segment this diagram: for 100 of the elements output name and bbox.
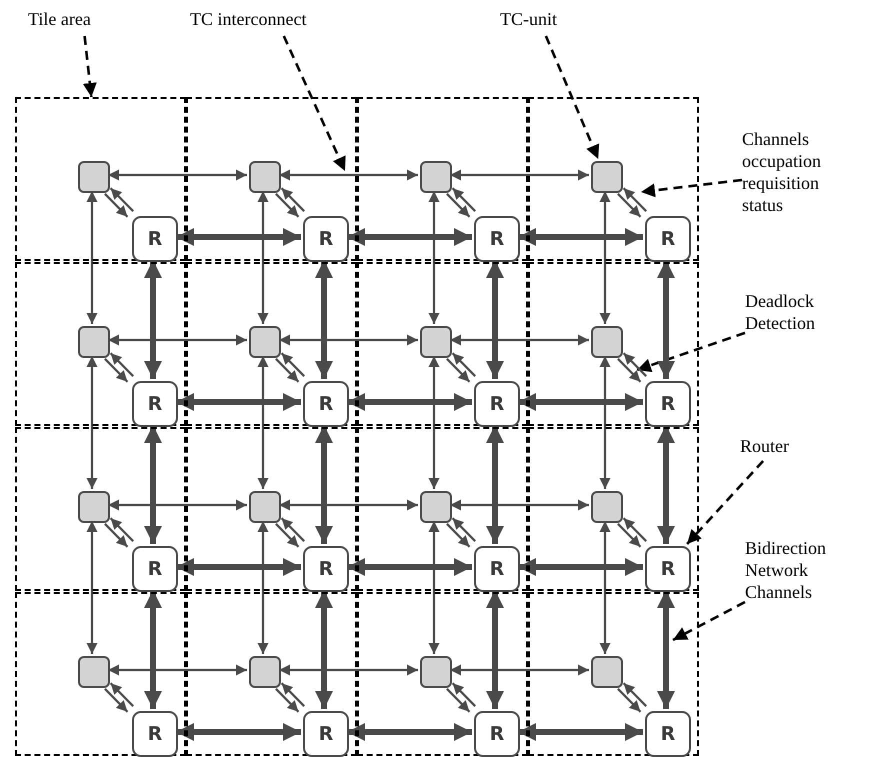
arrow xyxy=(108,170,247,180)
arrow xyxy=(428,356,440,489)
arrow xyxy=(258,356,268,489)
thick-arrow xyxy=(176,228,301,246)
tile-area xyxy=(15,97,186,261)
thick-arrow xyxy=(176,558,301,576)
callout-label: TC interconnect xyxy=(190,8,365,36)
tile-area xyxy=(357,592,528,756)
arrow xyxy=(279,664,418,676)
unit-square xyxy=(420,491,452,523)
arrow xyxy=(110,517,134,542)
thick-arrow xyxy=(657,425,675,544)
leader-arrow xyxy=(544,36,600,160)
thick-arrow xyxy=(176,393,301,411)
router-box: R xyxy=(645,546,691,592)
arrow xyxy=(450,170,589,180)
arrow xyxy=(428,191,440,324)
unit-square xyxy=(249,326,281,358)
thick-arrow xyxy=(315,260,333,379)
tile-area xyxy=(357,97,528,261)
arrow xyxy=(280,187,305,212)
thick-arrow xyxy=(347,228,472,246)
tile-area xyxy=(186,592,357,756)
arrow xyxy=(279,334,418,346)
router-box: R xyxy=(474,381,520,427)
leader-arrow xyxy=(636,332,746,372)
arrow xyxy=(280,352,305,377)
arrow xyxy=(450,664,589,676)
thick-arrow xyxy=(315,425,333,544)
arrow xyxy=(446,193,470,218)
tile-area xyxy=(186,97,357,261)
callout-label: Tile area xyxy=(28,8,138,36)
arrow xyxy=(280,682,305,707)
unit-square xyxy=(420,161,452,193)
arrow xyxy=(104,688,128,713)
arrow xyxy=(258,521,268,654)
tile-area xyxy=(528,592,699,756)
arrow xyxy=(279,500,418,510)
arrow xyxy=(86,521,98,654)
router-box: R xyxy=(474,216,520,262)
unit-square xyxy=(78,491,110,523)
arrow xyxy=(600,356,610,489)
thick-arrow xyxy=(486,425,504,544)
router-box: R xyxy=(132,546,178,592)
router-box: R xyxy=(645,381,691,427)
tile-area xyxy=(15,262,186,426)
arrow xyxy=(617,523,642,548)
thick-arrow xyxy=(657,260,675,379)
router-box: R xyxy=(303,381,349,427)
arrow xyxy=(617,358,642,383)
router-box: R xyxy=(303,711,349,757)
callout-label: TC-unit xyxy=(500,8,580,36)
arrow xyxy=(446,688,470,713)
arrow xyxy=(110,682,134,707)
thick-arrow xyxy=(347,393,472,411)
arrow xyxy=(428,521,440,654)
arrow xyxy=(617,193,642,218)
thick-arrow xyxy=(176,723,301,741)
arrow xyxy=(110,352,134,377)
arrow xyxy=(622,352,647,377)
thick-arrow xyxy=(518,723,643,741)
arrow xyxy=(452,352,476,377)
tile-area xyxy=(357,427,528,591)
unit-square xyxy=(591,161,623,193)
arrow xyxy=(622,187,647,212)
unit-square xyxy=(249,491,281,523)
thick-arrow xyxy=(144,260,162,379)
unit-square xyxy=(420,656,452,688)
arrow xyxy=(108,664,247,676)
arrow xyxy=(110,187,134,212)
arrow xyxy=(280,517,305,542)
arrow xyxy=(452,682,476,707)
arrow xyxy=(279,170,418,180)
leader-arrow xyxy=(282,35,346,172)
callout-label: Channels occupation requisition status xyxy=(742,128,842,220)
tile-area xyxy=(528,262,699,426)
thick-arrow xyxy=(518,228,643,246)
thick-arrow xyxy=(518,558,643,576)
arrow xyxy=(275,358,300,383)
arrow xyxy=(104,523,128,548)
arrow xyxy=(452,187,476,212)
unit-square xyxy=(78,161,110,193)
router-box: R xyxy=(645,216,691,262)
leader-arrow xyxy=(672,600,746,642)
callout-label: Router xyxy=(740,435,810,461)
unit-square xyxy=(420,326,452,358)
tile-area xyxy=(186,427,357,591)
tile-area xyxy=(15,427,186,591)
router-box: R xyxy=(474,546,520,592)
tile-area xyxy=(186,262,357,426)
tile-area xyxy=(528,427,699,591)
arrow xyxy=(275,688,300,713)
arrow xyxy=(452,517,476,542)
unit-square xyxy=(591,491,623,523)
unit-square xyxy=(78,656,110,688)
thick-arrow xyxy=(315,590,333,709)
router-box: R xyxy=(132,216,178,262)
arrow xyxy=(104,358,128,383)
callout-label: Bidirection Network Channels xyxy=(745,537,855,609)
arrow xyxy=(86,356,98,489)
